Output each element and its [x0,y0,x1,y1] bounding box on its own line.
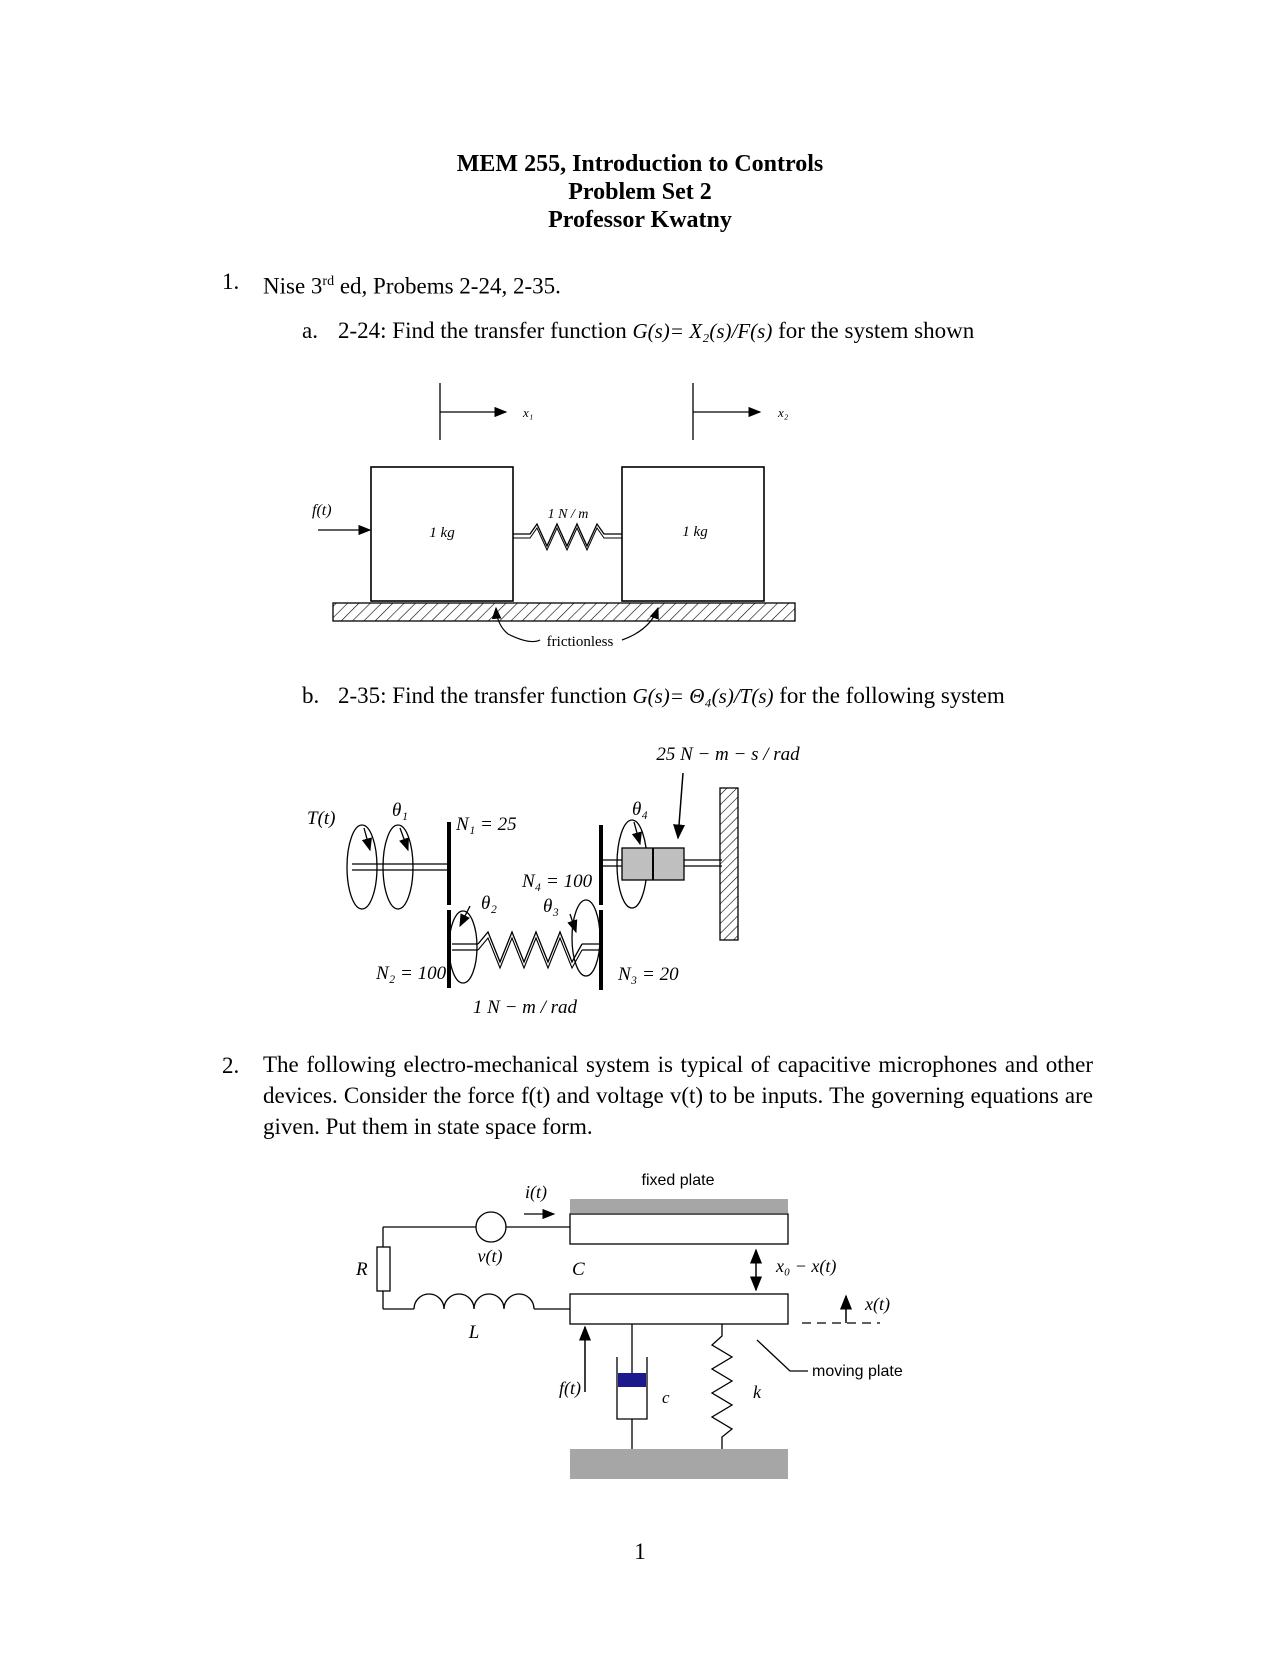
torque-label: T(t) [307,808,336,829]
spring-label: 1 N / m [548,507,589,522]
problem-2-text: The following electro-mechanical system … [263,1052,1093,1139]
spring-k [710,1324,734,1449]
frictionless-arrow-right [621,606,659,641]
theta1-label: θ₁ [392,800,408,821]
theta1-rotation-arrow [399,827,409,852]
ground-hatched [332,602,796,622]
frictionless-arrow-left [491,606,509,635]
spring-zigzag-shadow [513,526,622,552]
frictionless-label: frictionless [547,634,614,650]
gap-label: x₀ − x(t) [775,1256,836,1277]
moving-plate-pointer [756,1339,808,1372]
mass-1-block [370,466,514,602]
theta3-rotation-arrow [567,913,578,934]
course-title: MEM 255, Introduction to Controls [456,151,824,177]
problem-1a-label: a. [302,318,318,343]
problem-1-number: 1. [222,269,240,294]
theta1-rotation-ellipse [382,824,414,910]
n2-label: N₂ = 100 [375,963,447,984]
inductor-label: L [468,1322,480,1343]
problem-1a-formula: G(s)= X₂(s)/F(s) [632,319,773,343]
voltage-source [475,1211,507,1243]
force-label: f(t) [559,1378,581,1399]
force-label: f(t) [312,502,332,519]
torsional-spring-shadow [477,936,583,970]
inductor [413,1293,535,1310]
n3-label: N₃ = 20 [617,964,679,985]
torsional-spring [477,930,583,964]
moving-plate-label: moving plate [812,1363,903,1380]
damper-label: 25 N − m − s / rad [656,744,800,765]
problem-1b-text: 2-35: Find the transfer function G(s)= Θ… [338,683,1005,708]
problem-1b-label: b. [302,683,320,708]
resistor-label: R [355,1259,368,1280]
n4-label: N₄ = 100 [521,871,593,892]
mass-2-block [621,466,765,602]
ground-base [570,1449,788,1479]
resistor [376,1246,391,1292]
damper-label: c [662,1388,670,1407]
x2-label: x₂ [777,405,789,420]
professor-name: Professor Kwatny [548,207,732,233]
problem-1b-formula: G(s)= Θ₄(s)/T(s) [632,684,774,708]
fixed-plate-label: fixed plate [642,1172,715,1189]
torsional-spring-label: 1 N − m / rad [473,997,578,1018]
spring-zigzag [513,522,622,548]
theta4-label: θ₄ [632,799,648,820]
page-number: 1 [634,1539,646,1564]
frictionless-curve-left [507,633,541,643]
torque-rotation-ellipse [346,824,378,910]
damper-piston [618,1373,646,1387]
theta2-label: θ₂ [481,893,497,914]
fixed-wall-hatched [719,787,739,941]
mass-1-label: 1 kg [429,525,455,541]
problem-1a-text: 2-24: Find the transfer function G(s)= X… [338,318,975,343]
voltage-label: v(t) [478,1246,503,1267]
capacitor-label: C [572,1259,585,1280]
theta3-label: θ₃ [543,896,559,917]
fixed-plate-mount [570,1199,788,1213]
theta4-rotation-arrow [631,821,642,846]
theta2-rotation-ellipse [448,910,478,984]
torque-rotation-arrow [361,827,372,852]
fixed-plate [569,1213,789,1245]
spring-label: k [753,1382,762,1402]
n1-label: N₁ = 25 [455,814,517,835]
problem-1-text: Nise 3rd ed, Probems 2-24, 2-35. [263,273,561,299]
damper-pointer-arrow [673,772,686,840]
moving-plate [569,1293,789,1325]
theta2-rotation-arrow [459,905,471,928]
displacement-label: x(t) [864,1294,890,1315]
mass-2-label: 1 kg [682,524,708,540]
x1-label: x₁ [522,405,533,420]
problem-2-number: 2. [222,1053,240,1078]
current-label: i(t) [525,1182,547,1203]
problem-set-title: Problem Set 2 [568,179,712,205]
